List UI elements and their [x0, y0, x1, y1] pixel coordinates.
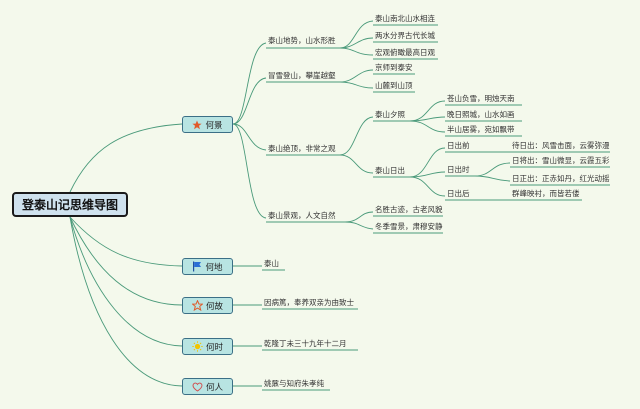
node-during-sunrise[interactable]: 日出时 — [447, 165, 470, 174]
leaf-node[interactable]: 宏观俯瞰最高日观 — [375, 48, 435, 57]
node-sunset[interactable]: 泰山夕照 — [375, 110, 405, 119]
leaf-node-place[interactable]: 泰山 — [264, 259, 279, 268]
category-label: 何景 — [205, 120, 223, 131]
node-terrain[interactable]: 泰山地势，山水形胜 — [268, 36, 336, 45]
node-summit[interactable]: 泰山绝顶，非常之观 — [268, 144, 336, 153]
node-climb[interactable]: 冒雪登山，攀崖越壑 — [268, 71, 336, 80]
leaf-node[interactable]: 待日出：风雪击面，云雾弥漫 — [512, 141, 610, 150]
category-he-gu[interactable]: 何故 — [182, 297, 233, 314]
category-label: 何人 — [205, 382, 223, 393]
category-label: 何地 — [205, 262, 223, 273]
category-label: 何时 — [205, 342, 223, 353]
node-culture[interactable]: 泰山景观，人文自然 — [268, 211, 336, 220]
leaf-node[interactable]: 泰山南北山水相连 — [375, 14, 435, 23]
leaf-node[interactable]: 半山居雾，宛如飘带 — [447, 125, 515, 134]
star-filled-icon — [192, 120, 203, 129]
category-he-jing[interactable]: 何景 — [182, 116, 233, 133]
root-node[interactable]: 登泰山记思维导图 — [12, 192, 128, 217]
leaf-node[interactable]: 山麓到山顶 — [375, 81, 413, 90]
leaf-node-time[interactable]: 乾隆丁未三十九年十二月 — [264, 339, 347, 348]
star-outline-icon — [191, 300, 203, 311]
category-he-ren[interactable]: 何人 — [182, 378, 233, 395]
leaf-node-people[interactable]: 姚鼐与知府朱孝纯 — [264, 379, 324, 388]
leaf-node[interactable]: 晚日照城，山水如画 — [447, 110, 515, 119]
flag-icon — [193, 261, 202, 272]
leaf-node[interactable]: 两水分界古代长城 — [375, 31, 435, 40]
category-he-shi[interactable]: 何时 — [182, 338, 233, 355]
node-after-sunrise[interactable]: 日出后 — [447, 189, 470, 198]
leaf-node[interactable]: 冬季雪景，肃穆安静 — [375, 222, 443, 231]
node-sunrise[interactable]: 泰山日出 — [375, 166, 405, 175]
heart-outline-icon — [192, 382, 203, 392]
leaf-node[interactable]: 京师到泰安 — [375, 63, 413, 72]
leaf-node[interactable]: 日正出：正赤如丹，红光动摇 — [512, 174, 610, 183]
root-title: 登泰山记思维导图 — [21, 198, 118, 212]
category-he-di[interactable]: 何地 — [182, 258, 233, 275]
node-before-sunrise[interactable]: 日出前 — [447, 141, 470, 150]
leaf-node[interactable]: 名胜古迹，古老风貌 — [375, 205, 443, 214]
leaf-node[interactable]: 苍山负雪，明烛天南 — [447, 94, 515, 103]
category-label: 何故 — [205, 301, 223, 312]
leaf-node[interactable]: 群峰映衬，而皆若偻 — [512, 189, 580, 198]
sun-icon — [192, 341, 203, 352]
leaf-node-reason[interactable]: 因病篤，奉养双亲为由致士 — [264, 298, 354, 307]
leaf-node[interactable]: 日将出：雪山微显，云霞五彩 — [512, 156, 610, 165]
